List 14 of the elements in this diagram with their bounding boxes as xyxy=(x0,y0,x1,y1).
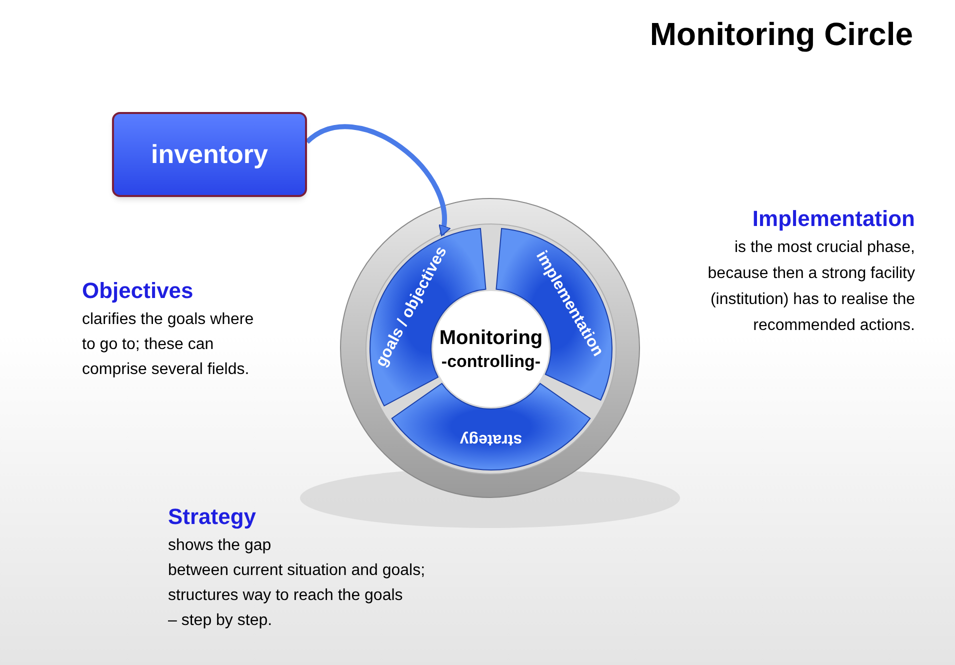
heading: Strategy xyxy=(168,503,258,531)
heading: Implementation xyxy=(751,205,915,233)
description: clarifies the goals where to go to; these can comprise several fields. xyxy=(82,310,254,380)
description-line: structures way to reach the goals xyxy=(168,586,404,606)
title: Monitoring Circle xyxy=(650,15,913,54)
curved-arrow xyxy=(306,124,450,236)
heading: Objectives xyxy=(82,277,194,305)
center-subtitle: -controlling- xyxy=(441,352,541,372)
description-line: between current situation and goals; xyxy=(168,561,426,581)
description-line: – step by step. xyxy=(168,611,274,631)
description-line: shows the gap xyxy=(168,536,272,556)
segment-label: strategy xyxy=(460,427,522,451)
description: is the most crucial phase, because then a strong facility (institution) has to realise the recommended actions. xyxy=(706,238,915,336)
process-box: inventory xyxy=(112,112,307,197)
